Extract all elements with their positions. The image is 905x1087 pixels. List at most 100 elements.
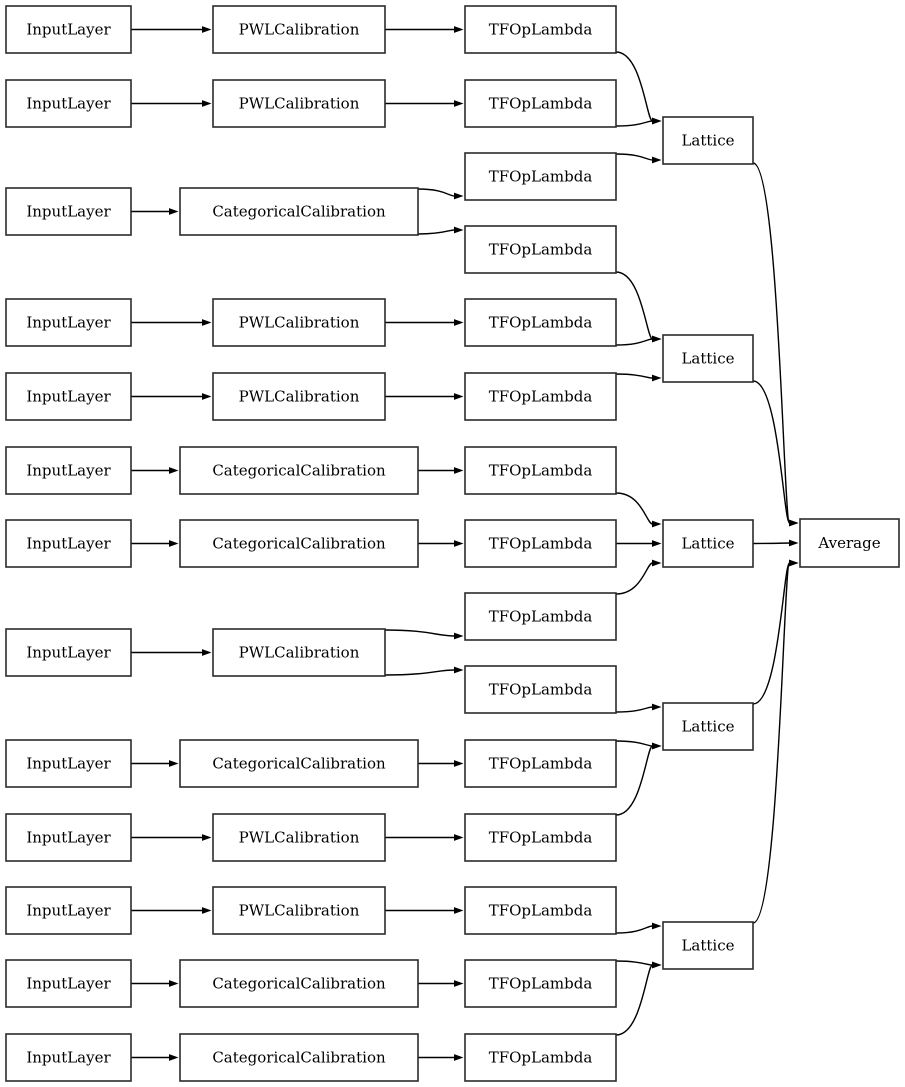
node-input-layer-in13[interactable]: InputLayer — [5, 1033, 132, 1082]
node-label: InputLayer — [26, 975, 111, 993]
node-tfop-lambda-op10[interactable]: TFOpLambda — [464, 665, 617, 714]
node-label: Lattice — [681, 350, 734, 368]
node-categorical-calibration-cal6[interactable]: CategoricalCalibration — [179, 446, 419, 495]
node-input-layer-in5[interactable]: InputLayer — [5, 372, 132, 421]
node-box[interactable] — [464, 5, 617, 54]
node-box[interactable] — [464, 225, 617, 274]
node-box[interactable] — [464, 519, 617, 568]
node-input-layer-in12[interactable]: InputLayer — [5, 959, 132, 1008]
node-box[interactable] — [5, 813, 132, 862]
node-box[interactable] — [179, 959, 419, 1008]
node-box[interactable] — [212, 628, 386, 677]
node-input-layer-in8[interactable]: InputLayer — [5, 628, 132, 677]
node-tfop-lambda-op8[interactable]: TFOpLambda — [464, 519, 617, 568]
node-tfop-lambda-op7[interactable]: TFOpLambda — [464, 446, 617, 495]
node-categorical-calibration-cal12[interactable]: CategoricalCalibration — [179, 959, 419, 1008]
node-box[interactable] — [179, 739, 419, 788]
node-box[interactable] — [5, 519, 132, 568]
node-box[interactable] — [5, 187, 132, 236]
node-box[interactable] — [212, 886, 386, 935]
node-input-layer-in6[interactable]: InputLayer — [5, 446, 132, 495]
node-box[interactable] — [464, 298, 617, 347]
node-box[interactable] — [5, 739, 132, 788]
node-average-avg[interactable]: Average — [799, 518, 900, 568]
node-input-layer-in2[interactable]: InputLayer — [5, 79, 132, 128]
edge-lat5-to-avg — [752, 562, 791, 924]
node-box[interactable] — [5, 446, 132, 495]
node-pwlcalibration-cal5[interactable]: PWLCalibration — [212, 372, 386, 421]
node-box[interactable] — [662, 334, 754, 383]
node-tfop-lambda-op15[interactable]: TFOpLambda — [464, 1033, 617, 1082]
node-tfop-lambda-op13[interactable]: TFOpLambda — [464, 886, 617, 935]
node-box[interactable] — [179, 446, 419, 495]
node-box[interactable] — [212, 5, 386, 54]
node-tfop-lambda-op9[interactable]: TFOpLambda — [464, 592, 617, 641]
node-box[interactable] — [464, 1033, 617, 1082]
node-lattice-lat3[interactable]: Lattice — [662, 519, 754, 568]
node-box[interactable] — [5, 886, 132, 935]
node-box[interactable] — [5, 372, 132, 421]
node-pwlcalibration-cal11[interactable]: PWLCalibration — [212, 886, 386, 935]
node-categorical-calibration-cal3[interactable]: CategoricalCalibration — [179, 187, 419, 236]
node-box[interactable] — [662, 519, 754, 568]
node-box[interactable] — [799, 518, 900, 568]
node-box[interactable] — [464, 959, 617, 1008]
node-lattice-lat2[interactable]: Lattice — [662, 334, 754, 383]
node-box[interactable] — [464, 152, 617, 201]
node-input-layer-in11[interactable]: InputLayer — [5, 886, 132, 935]
node-lattice-lat1[interactable]: Lattice — [662, 116, 754, 165]
node-tfop-lambda-op5[interactable]: TFOpLambda — [464, 298, 617, 347]
node-box[interactable] — [179, 1033, 419, 1082]
node-lattice-lat4[interactable]: Lattice — [662, 702, 754, 751]
node-input-layer-in9[interactable]: InputLayer — [5, 739, 132, 788]
node-tfop-lambda-op3[interactable]: TFOpLambda — [464, 152, 617, 201]
node-pwlcalibration-cal10[interactable]: PWLCalibration — [212, 813, 386, 862]
node-box[interactable] — [212, 372, 386, 421]
node-box[interactable] — [5, 5, 132, 54]
node-label: CategoricalCalibration — [212, 755, 386, 773]
node-box[interactable] — [662, 921, 754, 970]
node-box[interactable] — [464, 739, 617, 788]
node-box[interactable] — [464, 886, 617, 935]
node-categorical-calibration-cal13[interactable]: CategoricalCalibration — [179, 1033, 419, 1082]
node-tfop-lambda-op11[interactable]: TFOpLambda — [464, 739, 617, 788]
node-box[interactable] — [5, 628, 132, 677]
node-tfop-lambda-op2[interactable]: TFOpLambda — [464, 79, 617, 128]
arrowhead-icon-in11-cal11 — [202, 907, 212, 914]
node-tfop-lambda-op1[interactable]: TFOpLambda — [464, 5, 617, 54]
node-categorical-calibration-cal7[interactable]: CategoricalCalibration — [179, 519, 419, 568]
node-input-layer-in7[interactable]: InputLayer — [5, 519, 132, 568]
node-input-layer-in3[interactable]: InputLayer — [5, 187, 132, 236]
node-tfop-lambda-op4[interactable]: TFOpLambda — [464, 225, 617, 274]
node-box[interactable] — [212, 813, 386, 862]
node-box[interactable] — [464, 79, 617, 128]
node-lattice-lat5[interactable]: Lattice — [662, 921, 754, 970]
node-box[interactable] — [464, 665, 617, 714]
node-box[interactable] — [464, 446, 617, 495]
node-pwlcalibration-cal2[interactable]: PWLCalibration — [212, 79, 386, 128]
node-box[interactable] — [212, 79, 386, 128]
node-box[interactable] — [212, 298, 386, 347]
node-input-layer-in10[interactable]: InputLayer — [5, 813, 132, 862]
node-box[interactable] — [464, 372, 617, 421]
node-box[interactable] — [5, 298, 132, 347]
node-input-layer-in1[interactable]: InputLayer — [5, 5, 132, 54]
node-box[interactable] — [5, 959, 132, 1008]
node-pwlcalibration-cal8[interactable]: PWLCalibration — [212, 628, 386, 677]
node-pwlcalibration-cal1[interactable]: PWLCalibration — [212, 5, 386, 54]
node-box[interactable] — [5, 1033, 132, 1082]
node-categorical-calibration-cal9[interactable]: CategoricalCalibration — [179, 739, 419, 788]
node-input-layer-in4[interactable]: InputLayer — [5, 298, 132, 347]
node-tfop-lambda-op12[interactable]: TFOpLambda — [464, 813, 617, 862]
node-box[interactable] — [179, 187, 419, 236]
node-tfop-lambda-op6[interactable]: TFOpLambda — [464, 372, 617, 421]
node-box[interactable] — [662, 116, 754, 165]
node-box[interactable] — [464, 592, 617, 641]
node-tfop-lambda-op14[interactable]: TFOpLambda — [464, 959, 617, 1008]
node-box[interactable] — [5, 79, 132, 128]
node-box[interactable] — [662, 702, 754, 751]
node-pwlcalibration-cal4[interactable]: PWLCalibration — [212, 298, 386, 347]
node-box[interactable] — [179, 519, 419, 568]
edge-op11-to-lat4 — [615, 740, 653, 747]
node-box[interactable] — [464, 813, 617, 862]
